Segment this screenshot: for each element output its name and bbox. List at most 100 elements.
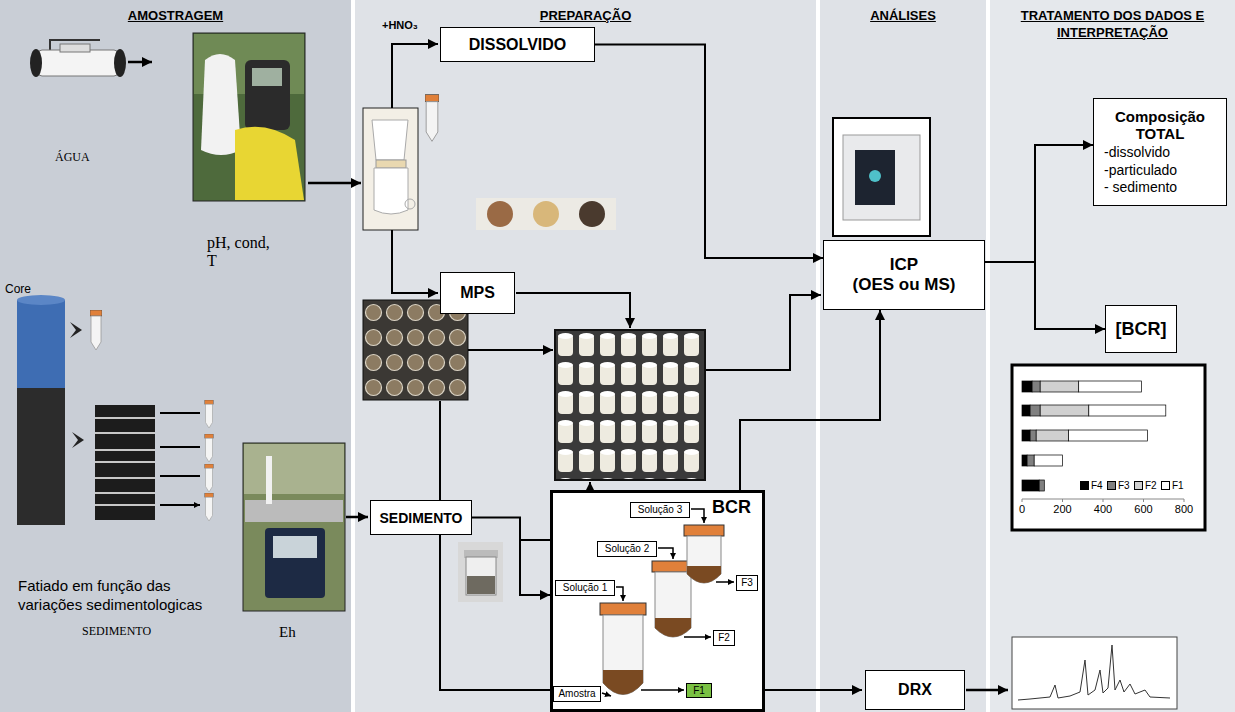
column-band: TRATAMENTO DOS DADOS E INTERPRETAÇÃOComp… bbox=[990, 0, 1235, 712]
legend-swatch bbox=[1107, 481, 1116, 490]
column-band: PREPARAÇÃODISSOLVIDOMPSSEDIMENTOBCRSoluç… bbox=[355, 0, 816, 712]
node-text: F1 bbox=[693, 685, 705, 697]
bcr-procedure bbox=[600, 603, 646, 615]
bcr-bar-chart bbox=[1040, 405, 1089, 416]
probe-photo bbox=[235, 127, 304, 200]
axis-tick: 600 bbox=[1134, 503, 1152, 515]
sample-label: SEDIMENTO bbox=[82, 624, 151, 639]
bcr-procedure bbox=[550, 490, 765, 712]
connector-arrow bbox=[740, 310, 880, 490]
column-band: ANÁLISESICP(OES ou MS)DRX bbox=[820, 0, 986, 712]
node-text: F3 bbox=[741, 577, 753, 589]
bcr-bar-chart bbox=[1030, 405, 1040, 416]
sediment-core bbox=[95, 405, 155, 520]
sediment-core bbox=[17, 300, 65, 388]
flow-line bbox=[392, 230, 438, 293]
flow-line bbox=[516, 293, 630, 328]
sediment-tray-photo bbox=[363, 300, 468, 400]
probe-photo bbox=[245, 60, 290, 130]
connector-arrow bbox=[985, 145, 1093, 262]
bcr-bar-chart bbox=[1030, 430, 1036, 441]
bcr-bar-chart bbox=[1089, 405, 1166, 416]
jar-photo bbox=[458, 542, 503, 602]
water-sampler bbox=[30, 40, 126, 77]
jar-photo bbox=[458, 542, 503, 602]
process-box: DISSOLVIDO bbox=[440, 27, 595, 62]
filter-photo bbox=[374, 168, 408, 214]
sediment-core bbox=[70, 322, 82, 338]
vial-tray-photo bbox=[555, 330, 705, 480]
sample-label: Amostra bbox=[553, 686, 601, 702]
icp-instrument bbox=[843, 135, 920, 220]
solution-label: Solução 2 bbox=[597, 541, 657, 557]
filter-photo bbox=[376, 160, 406, 168]
result-box: [BCR] bbox=[1105, 305, 1177, 353]
sediment-core bbox=[17, 295, 213, 525]
node-text: Solução 3 bbox=[638, 504, 682, 516]
bcr-bar-chart bbox=[1034, 455, 1062, 466]
icp-instrument bbox=[833, 118, 930, 236]
node-text: ICP bbox=[890, 255, 918, 275]
connector-arrow bbox=[595, 45, 823, 259]
jar-photo bbox=[467, 576, 495, 594]
bcr-bar-chart bbox=[1022, 430, 1030, 441]
bcr-bar-chart bbox=[1027, 455, 1034, 466]
eh-photo bbox=[266, 456, 272, 504]
bcr-bar-chart bbox=[1012, 365, 1205, 530]
flow-arrow bbox=[308, 182, 361, 185]
node-text: - sedimento bbox=[1104, 179, 1177, 197]
flow-arrow bbox=[128, 61, 152, 64]
icp-instrument bbox=[869, 170, 881, 182]
axis-tick: 400 bbox=[1094, 503, 1112, 515]
bcr-procedure bbox=[684, 636, 711, 638]
bcr-procedure bbox=[616, 587, 623, 601]
legend-text: F1 bbox=[1172, 480, 1184, 491]
legend-text: F3 bbox=[1118, 480, 1130, 491]
parameter-label: pH, cond, T bbox=[207, 234, 275, 271]
node-text: -dissolvido bbox=[1104, 144, 1170, 162]
sediment-tray-photo bbox=[363, 300, 468, 400]
bcr-procedure bbox=[687, 566, 721, 583]
process-box: MPS bbox=[440, 272, 515, 314]
column-background bbox=[0, 0, 351, 712]
eh-photo bbox=[243, 443, 345, 611]
bcr-procedure bbox=[641, 689, 684, 691]
bcr-bar-chart bbox=[1069, 430, 1148, 441]
bcr-bar-chart bbox=[1022, 381, 1032, 392]
node-text: [BCR] bbox=[1116, 319, 1167, 340]
bcr-procedure bbox=[603, 670, 643, 695]
sediment-core bbox=[205, 464, 213, 492]
sediment-core bbox=[205, 493, 213, 521]
legend-item: F4 bbox=[1080, 480, 1103, 491]
node-text: MPS bbox=[460, 284, 495, 302]
particulate-dishes bbox=[476, 198, 616, 230]
column-background bbox=[820, 0, 986, 712]
water-sampler bbox=[60, 44, 90, 52]
axis-tick: 800 bbox=[1175, 503, 1193, 515]
bcr-bar-chart bbox=[1022, 455, 1027, 466]
bcr-procedure bbox=[603, 615, 643, 695]
node-text: DISSOLVIDO bbox=[469, 36, 567, 54]
bcr-procedure bbox=[550, 490, 765, 712]
flow-line bbox=[706, 295, 821, 370]
fraction-box: F2 bbox=[713, 630, 735, 646]
note-text: Fatiado em função das variações sediment… bbox=[18, 577, 223, 615]
sediment-tray-photo bbox=[363, 300, 468, 400]
sediment-core bbox=[205, 434, 213, 462]
bcr-bar-chart bbox=[1022, 499, 1184, 502]
panel-title: BCR bbox=[712, 497, 751, 518]
bcr-procedure bbox=[655, 572, 691, 637]
icp-instrument bbox=[855, 150, 895, 205]
bcr-bar-chart bbox=[1022, 405, 1030, 416]
solution-label: Solução 3 bbox=[630, 502, 690, 518]
column-background bbox=[355, 0, 816, 712]
probe-photo bbox=[193, 33, 305, 201]
bcr-procedure bbox=[658, 548, 673, 559]
legend-swatch bbox=[1161, 481, 1170, 490]
sediment-core bbox=[160, 413, 200, 505]
connector-arrow bbox=[472, 518, 550, 596]
axis-tick: 200 bbox=[1053, 503, 1071, 515]
bcr-procedure bbox=[655, 618, 691, 637]
sediment-core bbox=[205, 400, 213, 428]
